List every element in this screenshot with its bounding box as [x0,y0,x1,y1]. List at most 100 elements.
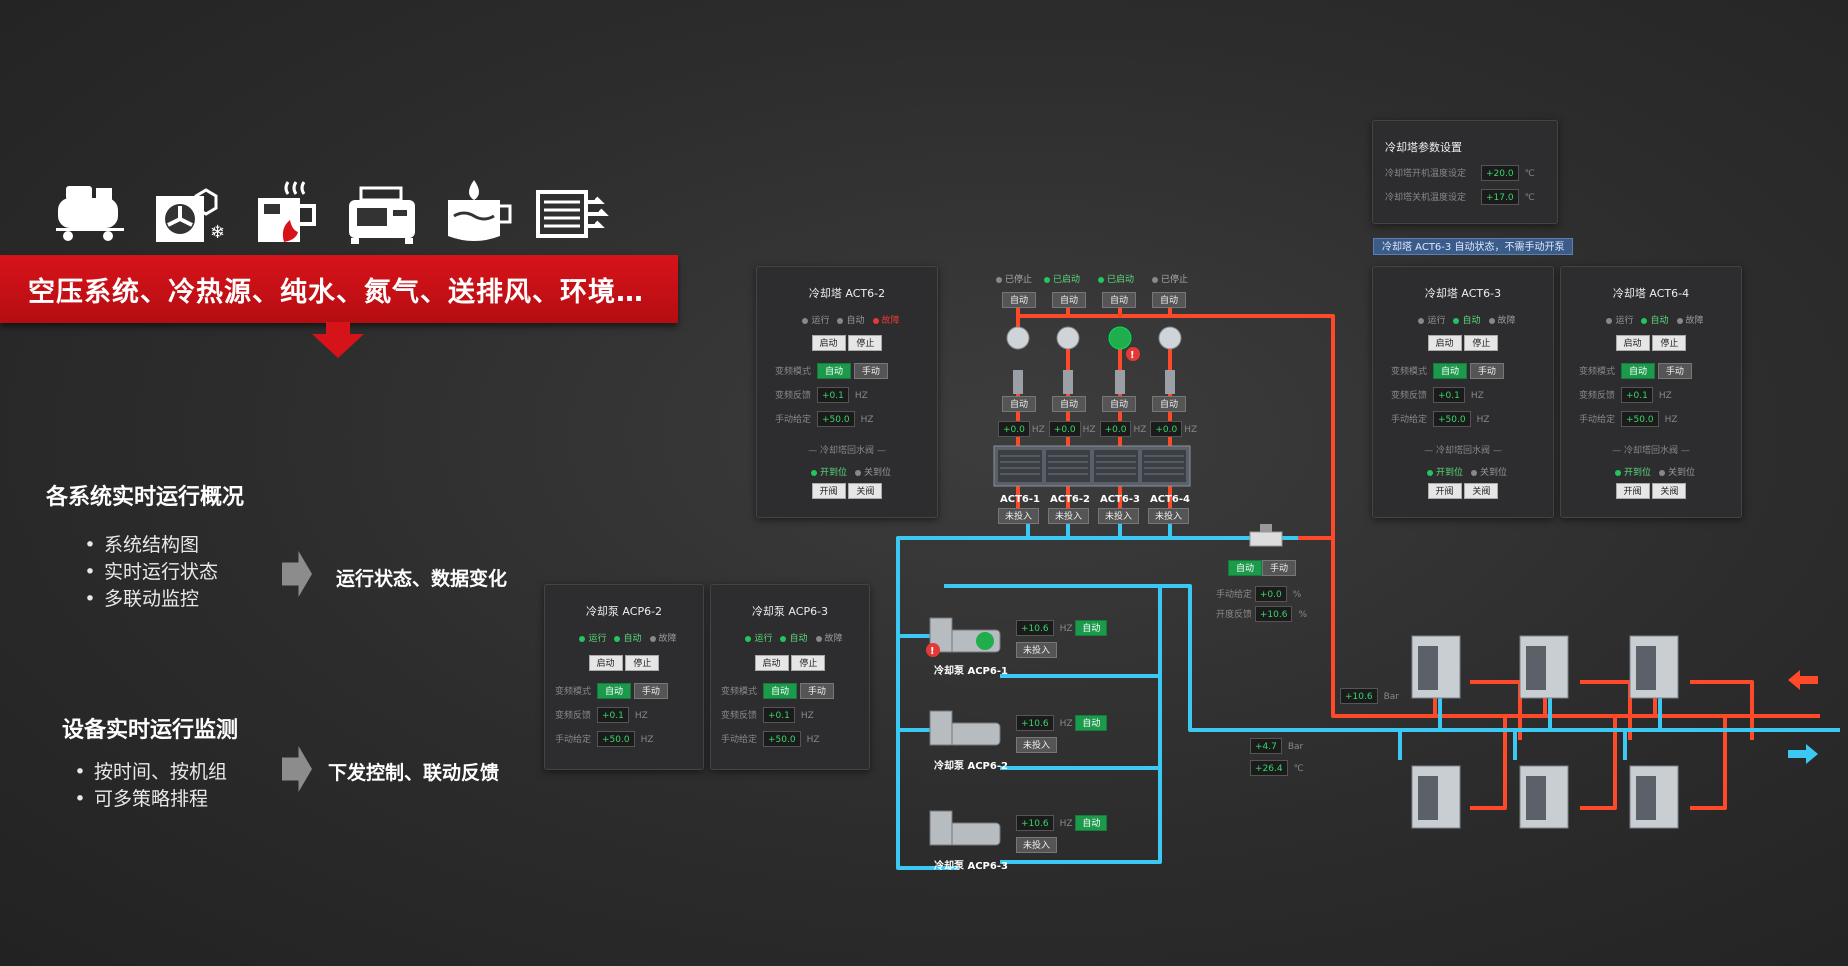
pump3-label: 冷却泵 ACP6-3 [934,861,1008,872]
tower-not-in-badge: 未投入 [1098,508,1140,524]
manual-mode-button[interactable]: 手动 [799,683,834,699]
valve-manual-button[interactable]: 手动 [1262,560,1296,576]
auto-mode-button[interactable]: 自动 [1621,363,1655,379]
close-valve-button[interactable]: 关阀 [848,483,883,499]
motor-auto-button[interactable]: 自动 [1152,396,1186,412]
auto-mode-button[interactable]: 自动 [597,683,631,699]
pump3-not-in-badge: 未投入 [1016,837,1058,853]
pump2-label: 冷却泵 ACP6-2 [934,761,1008,772]
pump2-auto-button[interactable]: 自动 [1075,715,1108,731]
card-title: 冷却塔参数设置 [1385,141,1462,154]
section2-callout: 下发控制、联动反馈 [328,762,500,784]
close-valve-button[interactable]: 关阀 [1464,483,1499,499]
close-valve-button[interactable]: 关阀 [1652,483,1687,499]
start-button[interactable]: 启动 [811,335,846,351]
status-notice: 冷却塔 ACT6-3 自动状态，不需手动开泵 [1373,238,1574,255]
pump1-auto-button[interactable]: 自动 [1075,620,1108,636]
tower-label: ACT6-1 [1000,494,1040,505]
stop-button[interactable]: 停止 [625,655,660,671]
valve-set-row: 手动给定 +0.0% [1216,586,1336,602]
auto-mode-button[interactable]: 自动 [817,363,851,379]
svg-text:❄: ❄ [210,222,225,243]
tower-not-in-badge: 未投入 [998,508,1040,524]
chiller-icon: ❄ [156,188,225,243]
stop-button[interactable]: 停止 [1652,335,1687,351]
stop-button[interactable]: 停止 [791,655,826,671]
ventilation-icon [536,190,609,238]
pump3-auto-button[interactable]: 自动 [1075,815,1108,831]
fan-auto-button[interactable]: 自动 [1002,292,1036,308]
temperature-reading: +26.4℃ [1250,760,1330,776]
motor-auto-button[interactable]: 自动 [1002,396,1036,412]
nitrogen-icon [349,186,415,244]
auto-mode-button[interactable]: 自动 [763,683,797,699]
fan-status-1: 已停止 [996,272,1032,285]
svg-text:!: ! [930,646,935,657]
pump1-label: 冷却泵 ACP6-1 [934,666,1008,677]
tower-label: ACT6-4 [1150,494,1190,505]
open-valve-button[interactable]: 开阀 [1427,483,1462,499]
auto-mode-button[interactable]: 自动 [1433,363,1467,379]
pure-water-icon [258,181,316,242]
stop-button[interactable]: 停止 [848,335,883,351]
pump-card-acp6-2: 冷却泵 ACP6-2 运行自动故障 启动 停止 变频模式自动 手动 变频反馈+0… [544,584,704,770]
tower-card-act6-2: 冷却塔 ACT6-2 运行自动故障 启动 停止 变频模式自动 手动 变频反馈+0… [756,266,938,518]
list-item: 按时间、按机组 [72,759,227,786]
inflow-arrow-icon [1788,670,1818,690]
motor-auto-button[interactable]: 自动 [1052,396,1086,412]
section1-callout: 运行状态、数据变化 [336,568,508,590]
svg-text:!: ! [1130,350,1135,361]
fan-hz-value: +0.0 [1099,421,1132,437]
list-item: 系统结构图 [82,532,218,559]
tower-card-act6-3: 冷却塔 ACT6-3 运行自动故障 启动 停止 变频模式自动 手动 变频反馈+0… [1372,266,1554,518]
fan-hz-value: +0.0 [1048,421,1081,437]
fan-hz-value: +0.0 [1150,421,1183,437]
tower-label: ACT6-3 [1100,494,1140,505]
motor-auto-button[interactable]: 自动 [1102,396,1136,412]
fan-auto-button[interactable]: 自动 [1052,292,1086,308]
section2-title: 设备实时运行监测 [62,718,239,743]
off-temp-input[interactable]: +17.0 [1481,189,1519,205]
manual-mode-button[interactable]: 手动 [633,683,668,699]
fan-status-2: 已启动 [1044,272,1080,285]
section1-bullets: 系统结构图 实时运行状态 多联动监控 [82,532,218,613]
valve-auto-button[interactable]: 自动 [1228,560,1262,576]
outflow-arrow-icon [1788,744,1818,764]
card-title: 冷却泵 ACP6-3 [751,605,829,618]
tower-not-in-badge: 未投入 [1148,508,1190,524]
manual-mode-button[interactable]: 手动 [1469,363,1504,379]
manual-mode-button[interactable]: 手动 [853,363,888,379]
start-button[interactable]: 启动 [1615,335,1650,351]
fan-auto-button[interactable]: 自动 [1152,292,1186,308]
pump2-not-in-badge: 未投入 [1016,737,1058,753]
tower-card-act6-4: 冷却塔 ACT6-4 运行自动故障 启动 停止 变频模式自动 手动 变频反馈+0… [1560,266,1742,518]
cooling-tower-unit [993,445,1191,487]
open-valve-button[interactable]: 开阀 [811,483,846,499]
stop-button[interactable]: 停止 [1464,335,1499,351]
section2-bullets: 按时间、按机组 可多策略排程 [72,759,227,813]
tower-not-in-badge: 未投入 [1048,508,1090,524]
manual-mode-button[interactable]: 手动 [1657,363,1692,379]
systems-banner: 空压系统、冷热源、纯水、氮气、送排风、环境… [0,255,678,323]
list-item: 实时运行状态 [82,559,218,586]
start-button[interactable]: 启动 [754,655,789,671]
status-row: 运行自动故障 [757,313,937,326]
on-temp-input[interactable]: +20.0 [1481,165,1519,181]
banner-down-arrow [312,322,364,358]
start-button[interactable]: 启动 [1427,335,1462,351]
card-title: 冷却塔 ACT6-2 [808,287,886,300]
banner-text: 空压系统、冷热源、纯水、氮气、送排风、环境… [28,277,644,308]
start-button[interactable]: 启动 [588,655,623,671]
fan-auto-button[interactable]: 自动 [1102,292,1136,308]
section1-title: 各系统实时运行概况 [46,485,245,510]
fan-hz-value: +0.0 [998,421,1030,437]
tower-label: ACT6-2 [1050,494,1090,505]
open-valve-button[interactable]: 开阀 [1615,483,1650,499]
